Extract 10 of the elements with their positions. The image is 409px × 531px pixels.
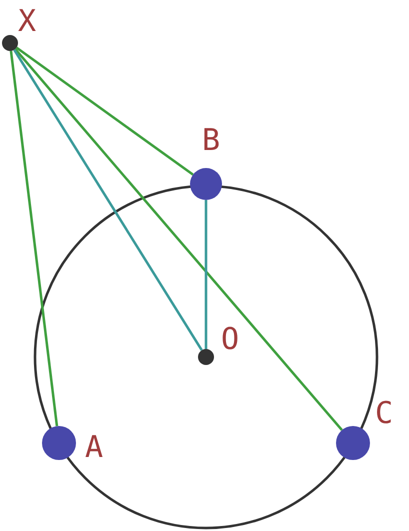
point-label: A	[85, 433, 104, 463]
line-segment	[204, 200, 208, 349]
line-segment	[16, 46, 194, 176]
line-segment	[10, 50, 58, 426]
point-label: O	[221, 325, 240, 355]
line-segment	[14, 48, 343, 431]
point-label: X	[18, 7, 36, 37]
line-segment	[13, 49, 203, 351]
point-label: C	[375, 399, 394, 429]
point-label: B	[202, 126, 220, 156]
